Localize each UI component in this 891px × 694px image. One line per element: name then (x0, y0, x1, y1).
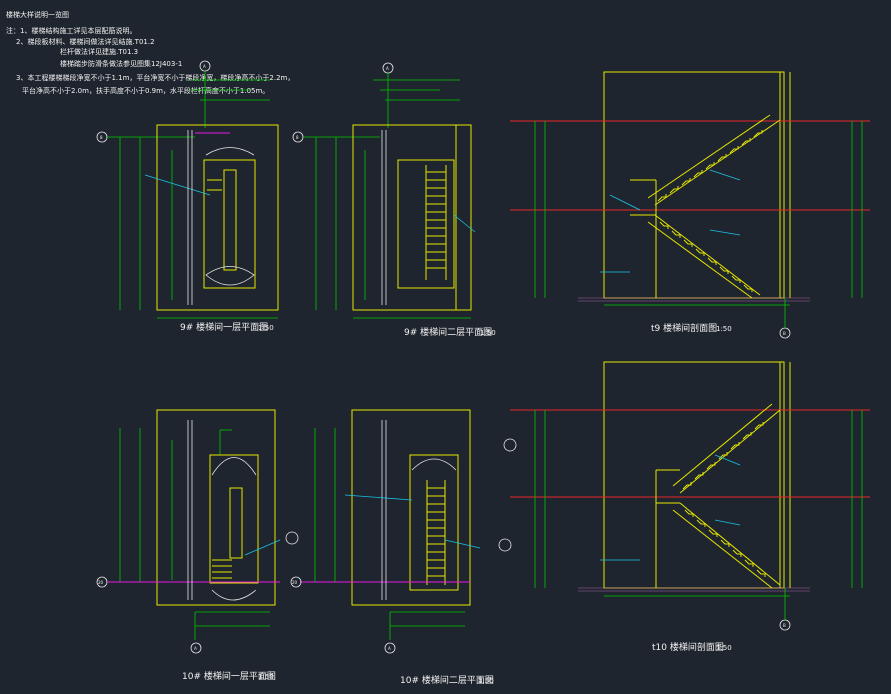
section-10: B (510, 361, 870, 631)
note-line-3: 栏杆做法详见建施.T01.3 (60, 47, 138, 56)
axis-label-b-10: B (783, 623, 786, 628)
section-9: B (510, 71, 870, 339)
section-9-outline (603, 71, 785, 299)
stair-treads-10-2 (426, 480, 446, 585)
stair-flight-lower-10 (672, 502, 781, 589)
title-plan-9-1: 9# 楼梯间一层平面图 (180, 321, 268, 333)
scale-section-10: 1:50 (716, 644, 732, 652)
title-plan-9-2: 9# 楼梯间二层平面图 (404, 326, 492, 338)
axis-label-20-2: 20 (292, 580, 298, 585)
note-line-2: 2、梯段板材料、楼梯间做法详见结施.T01.2 (16, 37, 155, 46)
plan-10-floor-1: 20 A (96, 409, 299, 654)
axis-label-a-3: A (194, 646, 197, 651)
stair-treads-9-2 (425, 165, 447, 280)
axis-label-a-4: A (388, 646, 391, 651)
scale-plan-10-2: 1:50 (478, 677, 494, 685)
stair-flight-upper-9 (647, 114, 781, 206)
plan-10-floor-2: 20 A (290, 409, 517, 654)
title-plan-10-2: 10# 楼梯间二层平面图 (400, 674, 494, 686)
plan-9-floor-1: A 8 (96, 60, 279, 319)
scale-section-9: 1:50 (716, 325, 732, 333)
title-section-9: t9 楼梯间剖面图 (651, 322, 717, 334)
axis-label-8-2: 8 (296, 135, 299, 140)
scale-plan-10-1: 1:50 (258, 673, 274, 681)
axis-label-20: 20 (98, 580, 104, 585)
axis-label-a: A (203, 64, 206, 69)
scale-plan-9-1: 1:50 (258, 324, 274, 332)
landing-arc (205, 266, 255, 286)
stair-flight-frame (203, 159, 256, 289)
note-line-1: 注：1、楼梯结构施工详见本层配筋说明。 (6, 26, 136, 35)
axis-label-b-9: B (783, 331, 786, 336)
axis-label-a-2: A (386, 66, 389, 71)
title-section-10: t10 楼梯间剖面图 (652, 641, 724, 653)
title-plan-10-1: 10# 楼梯间一层平面图 (182, 670, 276, 682)
note-line-6: 平台净高不小于2.0m，扶手高度不小于0.9m，水平段栏杆高度不小于1.05m。 (22, 86, 269, 95)
plan-9-floor-2: A 8 (292, 62, 476, 319)
stair-room-outline (156, 124, 279, 311)
axis-label-8: 8 (100, 135, 103, 140)
note-line-5: 3、本工程楼梯梯段净宽不小于1.1m，平台净宽不小于梯段净宽，梯段净高不小于2.… (16, 73, 294, 82)
scale-plan-9-2: 1:50 (480, 329, 496, 337)
stair-flight-lower-9 (647, 214, 761, 299)
stair-flight-upper-10 (672, 403, 781, 494)
note-line-4: 楼梯踏步防滑条做法参见图集12J403-1 (60, 59, 182, 68)
general-notes: 楼梯大样说明一览图 注：1、楼梯结构施工详见本层配筋说明。 2、梯段板材料、楼梯… (6, 10, 294, 95)
stair-treads-10-1 (212, 559, 232, 579)
notes-heading: 楼梯大样说明一览图 (6, 10, 69, 19)
